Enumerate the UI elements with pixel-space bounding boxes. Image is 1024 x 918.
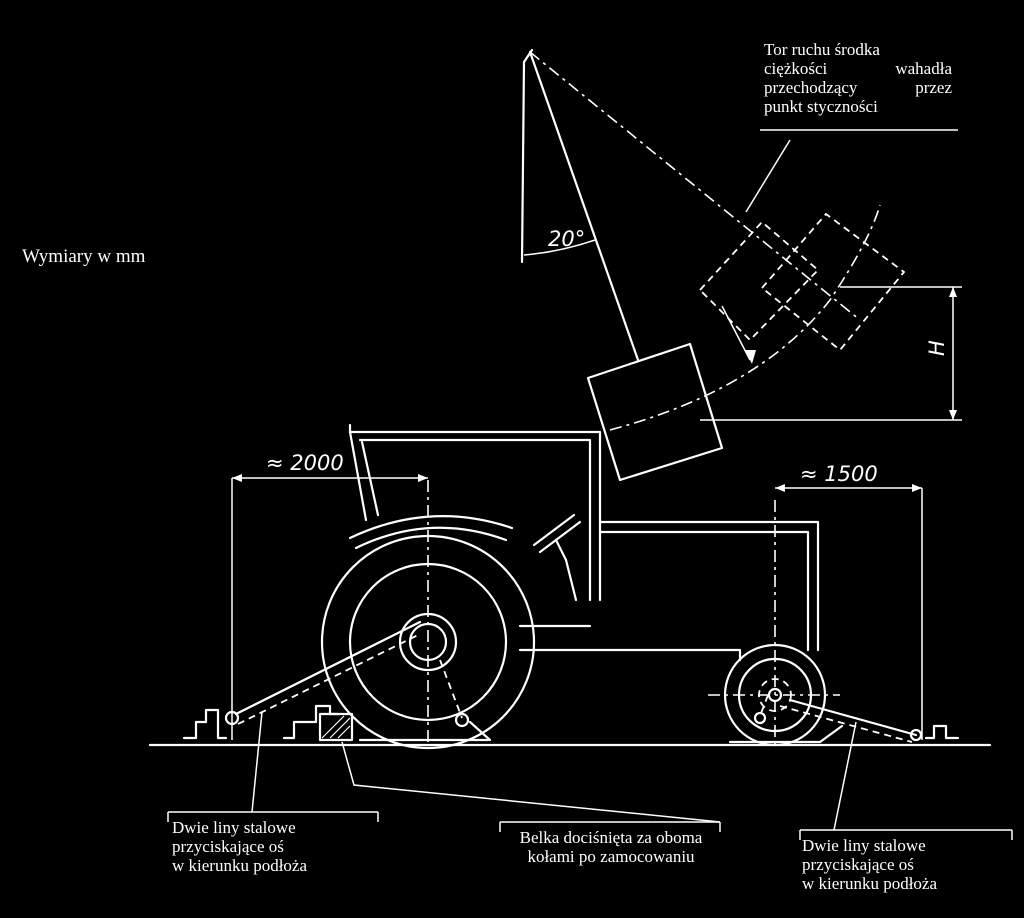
height-dimension <box>700 286 962 421</box>
clamping-beam <box>318 712 354 742</box>
beam-callout: Belka dociśnięta za oboma kołami po zamo… <box>506 828 716 866</box>
cables-left-callout: Dwie liny stalowe przyciskające oś w kie… <box>172 818 307 875</box>
tractor <box>320 423 840 750</box>
cables-right-line1: Dwie liny stalowe <box>802 836 926 855</box>
cables-left-line2: przyciskające oś <box>172 837 284 856</box>
trajectory-line2b: wahadła <box>895 59 952 78</box>
centre-of-gravity-path <box>609 204 881 431</box>
pendulum-weight-raised <box>698 220 820 342</box>
cables-left-line1: Dwie liny stalowe <box>172 818 296 837</box>
right-anchor <box>728 694 960 744</box>
rear-distance-dimension <box>775 484 923 740</box>
pendulum-weight <box>586 342 724 482</box>
height-label: H <box>925 340 949 356</box>
cables-right-line3: w kierunku podłoża <box>802 874 938 893</box>
trajectory-line2a: ciężkości <box>764 59 828 78</box>
units-label: Wymiary w mm <box>22 246 146 267</box>
pendulum-weight-raised-2 <box>760 212 906 352</box>
trajectory-line3b: przez <box>915 78 952 97</box>
front-distance-label: ≈ 2000 <box>266 451 344 475</box>
cables-right-line2: przyciskające oś <box>802 855 914 874</box>
beam-line2: kołami po zamocowaniu <box>527 847 695 866</box>
cables-right-callout: Dwie liny stalowe przyciskające oś w kie… <box>802 836 937 893</box>
cables-left-line3: w kierunku podłoża <box>172 856 308 875</box>
beam-line1: Belka dociśnięta za oboma <box>519 828 703 847</box>
rear-distance-label: ≈ 1500 <box>800 462 878 486</box>
trajectory-callout: Tor ruchu środka ciężkości wahadła przech… <box>764 40 952 116</box>
trajectory-leader <box>745 139 791 213</box>
callout-leaders <box>167 711 1013 840</box>
left-anchor <box>182 620 492 742</box>
trajectory-line3a: przechodzący <box>764 78 858 97</box>
front-distance-dimension <box>231 474 428 740</box>
angle-label: 20° <box>548 227 585 251</box>
pendulum <box>520 48 906 482</box>
trajectory-line1: Tor ruchu środka <box>764 40 880 59</box>
trajectory-line4: punkt styczności <box>764 97 878 116</box>
